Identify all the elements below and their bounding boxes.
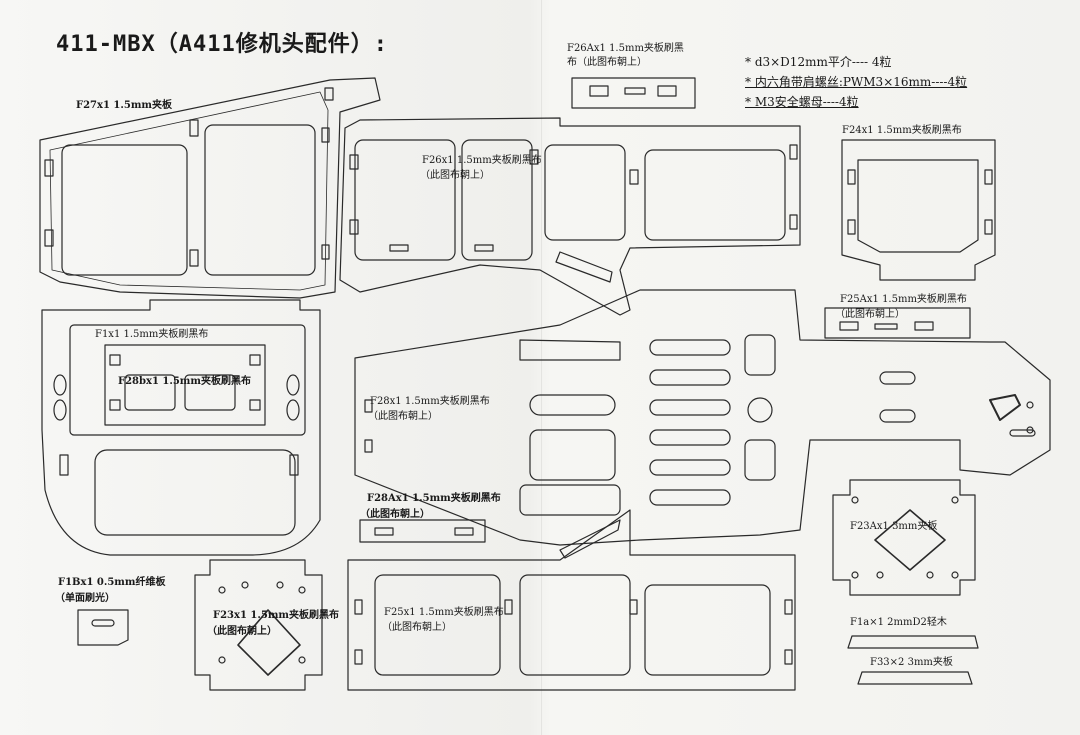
label-f25-sub: （此图布朝上） bbox=[382, 622, 452, 633]
label-f25: F25x1 1.5mm夹板刷黑布 bbox=[384, 607, 504, 618]
label-f25a: F25Ax1 1.5mm夹板刷黑布 bbox=[840, 294, 967, 305]
part-f1b bbox=[77, 609, 129, 646]
label-f24: F24x1 1.5mm夹板刷黑布 bbox=[842, 125, 962, 136]
label-f26-sub: （此图布朝上） bbox=[420, 170, 490, 181]
label-f1a: F1a×1 2mmD2轻木 bbox=[850, 617, 947, 628]
label-f33: F33×2 3mm夹板 bbox=[870, 657, 953, 668]
label-f28a-sub: （此图布朝上） bbox=[360, 509, 430, 520]
label-f26: F26x1 1.5mm夹板刷黑布 bbox=[422, 155, 542, 166]
label-f28b: F28bx1 1.5mm夹板刷黑布 bbox=[118, 376, 251, 387]
paper-fold-line bbox=[541, 0, 542, 735]
label-f23a: F23Ax1 3mm夹板 bbox=[850, 521, 938, 532]
part-f27 bbox=[39, 77, 381, 299]
part-f26 bbox=[339, 117, 801, 316]
part-f28b bbox=[104, 344, 266, 426]
label-f28a: F28Ax1 1.5mm夹板刷黑布 bbox=[367, 493, 501, 504]
note-washer: * d3×D12mm平介---- 4粒 bbox=[745, 55, 892, 69]
page-title: 411-MBX（A411修机头配件）: bbox=[56, 32, 388, 57]
label-f28-sub: （此图布朝上） bbox=[368, 411, 438, 422]
part-f23 bbox=[194, 559, 323, 691]
label-f1b-sub: （单面刷光） bbox=[55, 593, 115, 604]
label-f25a-sub: （此图布朝上） bbox=[835, 309, 905, 320]
part-f33 bbox=[857, 671, 973, 685]
part-f23a bbox=[832, 479, 976, 596]
label-f26a-sub: 布（此图布朝上） bbox=[567, 57, 647, 68]
label-f23: F23x1 1.5mm夹板刷黑布 bbox=[213, 610, 339, 621]
label-f1: F1x1 1.5mm夹板刷黑布 bbox=[95, 329, 209, 340]
label-f23-sub: （此图布朝上） bbox=[207, 626, 277, 637]
part-f1a bbox=[847, 635, 979, 649]
label-f27: F27x1 1.5mm夹板 bbox=[76, 100, 172, 111]
part-f28 bbox=[354, 289, 1051, 546]
label-f26a: F26Ax1 1.5mm夹板刷黑 bbox=[567, 43, 684, 54]
note-lock-nut: * M3安全螺母----4粒 bbox=[745, 95, 859, 109]
part-f1 bbox=[41, 299, 321, 556]
note-shoulder-screw: * 内六角带肩螺丝:PWM3×16mm----4粒 bbox=[745, 75, 968, 89]
part-f28a bbox=[359, 519, 486, 543]
part-f26a bbox=[571, 77, 696, 109]
part-f25a bbox=[824, 307, 971, 339]
label-f28: F28x1 1.5mm夹板刷黑布 bbox=[370, 396, 490, 407]
part-f25 bbox=[347, 509, 796, 691]
part-f24 bbox=[841, 139, 996, 281]
label-f1b: F1Bx1 0.5mm纤维板 bbox=[58, 577, 166, 588]
